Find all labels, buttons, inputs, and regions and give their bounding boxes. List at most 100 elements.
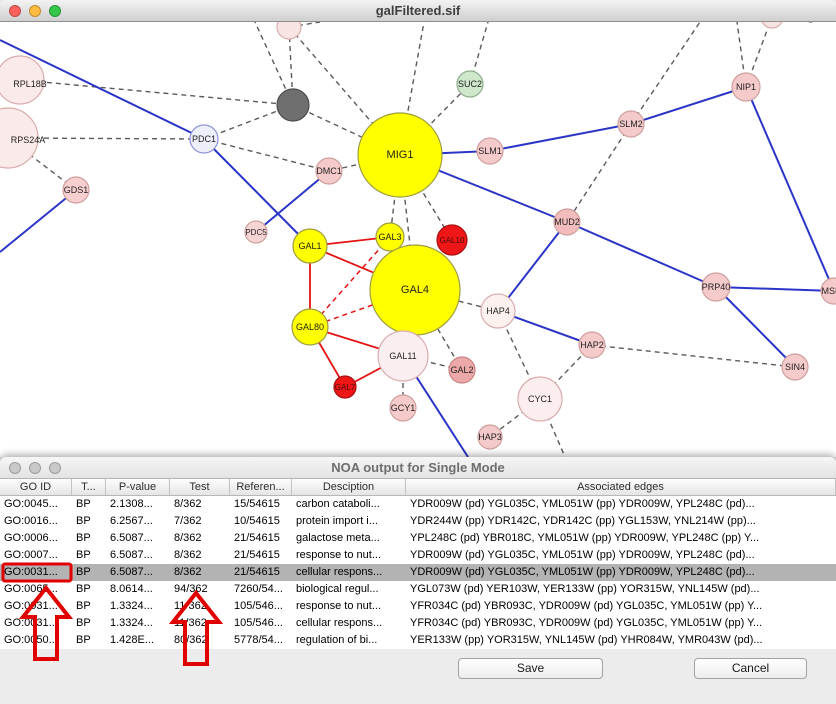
network-node-hap4[interactable]	[480, 293, 516, 329]
network-edge-prp40-msn4[interactable]	[715, 286, 835, 292]
table-cell: YER133W (pp) YOR315W, YNL145W (pd) YHR08…	[410, 634, 763, 646]
network-edge-prp40-sin4[interactable]	[715, 286, 796, 368]
network-node-topnode2[interactable]	[761, 22, 783, 29]
node-label-gal10: GAL10	[440, 236, 465, 245]
network-node-rpl18b[interactable]	[0, 55, 45, 105]
table-header-cell[interactable]: GO ID	[0, 479, 72, 495]
network-window-titlebar[interactable]: galFiltered.sif	[0, 0, 836, 22]
network-node-gal7[interactable]	[333, 375, 357, 399]
network-node-gal11[interactable]	[377, 330, 429, 382]
network-edge-slm2-nip1[interactable]	[630, 86, 747, 125]
table-cell: GO:0050...	[4, 634, 58, 646]
network-node-cyc1[interactable]	[517, 376, 563, 422]
table-cell: 7260/54...	[234, 583, 283, 595]
node-label-prp40: PRP40	[702, 282, 731, 292]
network-node-dmc1[interactable]	[315, 157, 343, 185]
network-edge-rpl18b-gray1[interactable]	[19, 79, 294, 106]
network-edge-pdc1-gal1[interactable]	[203, 138, 311, 247]
network-edge-slm2-a6[interactable]	[630, 22, 701, 125]
network-node-topnode1[interactable]	[276, 22, 302, 40]
close-button[interactable]	[9, 4, 21, 17]
network-node-sin4[interactable]	[781, 353, 809, 381]
network-node-mud2[interactable]	[553, 208, 581, 236]
save-button[interactable]: Save	[458, 658, 603, 679]
network-node-gray1[interactable]	[276, 88, 310, 122]
table-cell: biological regul...	[296, 583, 379, 595]
network-node-gal1[interactable]	[292, 228, 328, 264]
network-edge-pdc1-gray1[interactable]	[203, 104, 294, 140]
table-cell: 15/54615	[234, 498, 280, 510]
network-edge-slm2-mud2[interactable]	[566, 123, 632, 223]
table-cell: GO:0016...	[4, 515, 58, 527]
network-node-prp40[interactable]	[701, 272, 731, 302]
network-edge-pdc5-dmc1[interactable]	[255, 170, 330, 233]
network-node-gcy1[interactable]	[389, 394, 417, 422]
network-node-rps24a[interactable]	[0, 107, 39, 169]
table-cell: response to nut...	[296, 600, 381, 612]
table-header-cell[interactable]: Associated edges	[406, 479, 836, 495]
network-edge-gal4-gal2[interactable]	[414, 289, 463, 371]
network-node-suc2[interactable]	[456, 70, 484, 98]
network-edge-mud2-hap4[interactable]	[497, 221, 568, 312]
network-edge-mig1-suc2[interactable]	[399, 83, 471, 156]
network-edge-nip1-msn4[interactable]	[745, 86, 835, 292]
network-node-gal3[interactable]	[375, 222, 405, 252]
network-edge-gray1-mig1[interactable]	[292, 104, 401, 156]
network-canvas[interactable]: RPL18BRPS24AGDS1PDC1DMC1MIG1SUC2SLM1SLM2…	[0, 22, 836, 457]
table-header-cell[interactable]: Referen...	[230, 479, 292, 495]
network-node-gal80[interactable]	[291, 308, 329, 346]
network-node-gal2[interactable]	[448, 356, 476, 384]
table-cell: YDR244W (pp) YDR142C, YDR142C (pp) YGL15…	[410, 515, 756, 527]
table-cell: GO:0031...	[4, 600, 58, 612]
network-node-mig1[interactable]	[357, 112, 443, 198]
network-edge-hap2-sin4[interactable]	[591, 344, 796, 368]
table-cell: 2.1308...	[110, 498, 153, 510]
minimize-button[interactable]	[29, 461, 41, 474]
network-node-slm2[interactable]	[617, 110, 645, 138]
network-edge-mig1-gal10[interactable]	[399, 154, 453, 241]
close-button[interactable]	[9, 461, 21, 474]
network-node-nip1[interactable]	[731, 72, 761, 102]
network-edge-rps24a-pdc1[interactable]	[7, 137, 205, 140]
network-node-pdc1[interactable]	[189, 124, 219, 154]
table-header-cell[interactable]: Test	[170, 479, 230, 495]
network-node-gal10[interactable]	[436, 224, 468, 256]
network-node-hap3[interactable]	[477, 424, 503, 450]
minimize-button[interactable]	[29, 4, 41, 17]
network-edge-pdc1-dmc1[interactable]	[203, 138, 330, 172]
network-edge-topnode1-mig1[interactable]	[288, 26, 401, 156]
zoom-button[interactable]	[49, 4, 61, 17]
network-edge-mud2-prp40[interactable]	[566, 221, 717, 288]
zoom-button[interactable]	[49, 461, 61, 474]
node-label-sin4: SIN4	[785, 362, 805, 372]
table-header-cell[interactable]: P-value	[106, 479, 170, 495]
network-edge-gal3-gal80[interactable]	[309, 236, 391, 328]
network-node-msn4[interactable]	[820, 277, 836, 305]
network-node-gds1[interactable]	[62, 176, 90, 204]
network-node-pdc5[interactable]	[244, 220, 268, 244]
network-node-slm1[interactable]	[476, 137, 504, 165]
network-edge-gray1-a2[interactable]	[254, 22, 294, 106]
network-edge-slm1-slm2[interactable]	[489, 123, 632, 152]
table-cell: 11/362	[174, 617, 207, 629]
network-edge-gds1-a10[interactable]	[0, 189, 77, 253]
noa-window-titlebar[interactable]: NOA output for Single Mode	[0, 457, 836, 479]
cancel-button[interactable]: Cancel	[694, 658, 807, 679]
network-edge-a1-pdc1[interactable]	[0, 39, 205, 140]
table-cell: 8/362	[174, 498, 202, 510]
node-label-gds1: GDS1	[64, 185, 89, 195]
table-header-cell[interactable]: Desciption	[292, 479, 406, 495]
table-header-cell[interactable]: T...	[72, 479, 106, 495]
network-node-hap2[interactable]	[578, 331, 606, 359]
